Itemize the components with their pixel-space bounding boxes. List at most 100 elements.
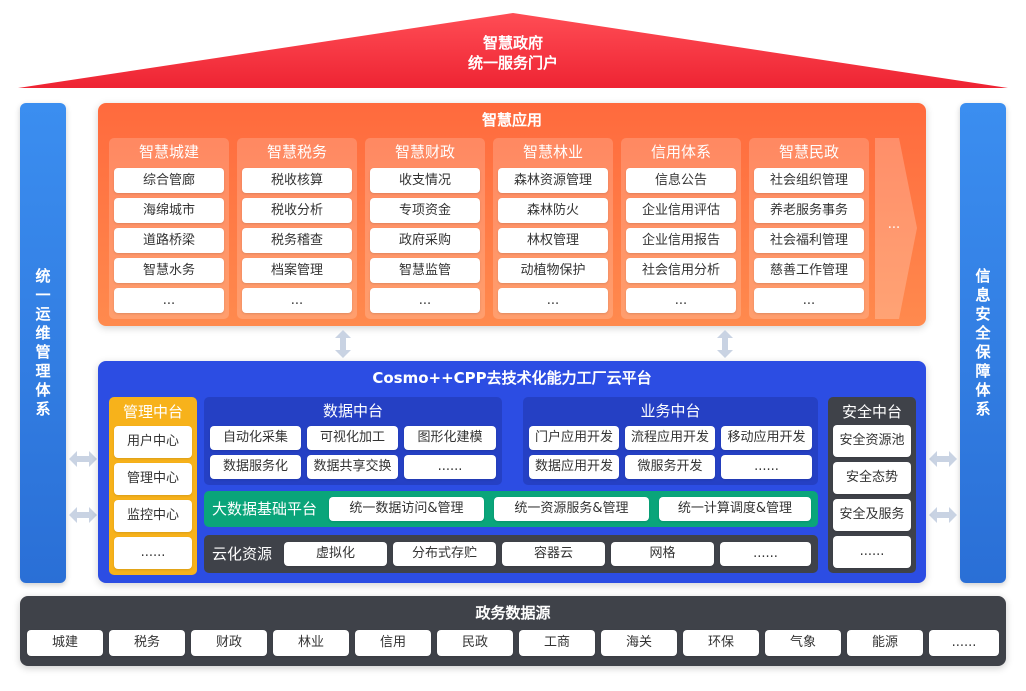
source-item: 城建	[27, 630, 103, 656]
source-item: 林业	[273, 630, 349, 656]
security-assurance-label: 信息安全保障体系	[975, 267, 991, 418]
bigdata-item: 统一数据访问&管理	[329, 497, 484, 521]
business-item: 门户应用开发	[529, 426, 619, 450]
leftright-arrow-icon	[929, 451, 957, 467]
app-column-title: 智慧民政	[778, 143, 839, 161]
bigdata-item: 统一计算调度&管理	[659, 497, 811, 521]
app-column-title: 智慧城建	[138, 143, 199, 161]
app-item: 智慧水务	[114, 258, 224, 283]
data-item: 数据服务化	[210, 455, 301, 479]
source-item: 气象	[765, 630, 841, 656]
app-item: 慈善工作管理	[754, 258, 864, 283]
management-center-title: 管理中台	[122, 403, 183, 421]
app-item: 企业信用报告	[626, 228, 736, 253]
business-center-panel: 业务中台 门户应用开发 流程应用开发 移动应用开发 数据应用开发 微服务开发 .…	[523, 397, 818, 485]
app-item: 专项资金	[370, 198, 480, 223]
cloud-item: 网格	[611, 542, 714, 566]
business-item: ......	[721, 455, 812, 479]
app-column-finance: 智慧财政 收支情况 专项资金 政府采购 智慧监管 ...	[365, 138, 485, 319]
mgmt-item: 监控中心	[114, 500, 192, 532]
app-item: ...	[754, 288, 864, 313]
cloud-item: 虚拟化	[284, 542, 387, 566]
app-item: 道路桥梁	[114, 228, 224, 253]
bigdata-platform-title: 大数据基础平台	[212, 500, 318, 518]
app-item: ...	[114, 288, 224, 313]
source-item: 能源	[847, 630, 923, 656]
mgmt-item: 管理中心	[114, 463, 192, 495]
gov-data-sources-layer: 政务数据源 城建 税务 财政 林业 信用 民政 工商 海关 环保 气象 能源 .…	[20, 596, 1006, 666]
cloud-item: ......	[720, 542, 811, 566]
updown-arrow-icon	[335, 330, 351, 358]
ops-management-label: 统一运维管理体系	[35, 267, 51, 418]
ops-management-bar: 统一运维管理体系	[20, 103, 66, 583]
app-item: 森林防火	[498, 198, 608, 223]
business-item: 流程应用开发	[625, 426, 715, 450]
cloud-platform-title: Cosmo++CPP去技术化能力工厂云平台	[372, 369, 652, 387]
business-center-title: 业务中台	[640, 402, 701, 420]
more-apps-label: ...	[887, 217, 901, 232]
app-column-credit: 信用体系 信息公告 企业信用评估 企业信用报告 社会信用分析 ...	[621, 138, 741, 319]
cloud-resources-title: 云化资源	[212, 545, 273, 563]
app-column-forestry: 智慧林业 森林资源管理 森林防火 林权管理 动植物保护 ...	[493, 138, 613, 319]
security-item: ......	[833, 536, 911, 568]
portal-roof	[18, 13, 1008, 88]
app-item: 信息公告	[626, 168, 736, 193]
app-item: 动植物保护	[498, 258, 608, 283]
app-column-title: 智慧林业	[522, 143, 583, 161]
app-column-title: 智慧税务	[266, 143, 327, 161]
cloud-resources-panel: 云化资源 虚拟化 分布式存贮 容器云 网格 ......	[204, 535, 818, 573]
data-item: 自动化采集	[210, 426, 301, 450]
management-center-panel: 管理中台 用户中心 管理中心 监控中心 ......	[109, 397, 197, 575]
mgmt-item: ......	[114, 537, 192, 569]
app-item: ...	[498, 288, 608, 313]
app-item: 税务稽查	[242, 228, 352, 253]
smart-apps-title: 智慧应用	[481, 111, 542, 129]
leftright-arrow-icon	[69, 451, 97, 467]
mgmt-item: 用户中心	[114, 426, 192, 458]
security-item: 安全及服务	[833, 499, 911, 531]
app-item: 社会组织管理	[754, 168, 864, 193]
source-item: ......	[929, 630, 999, 656]
security-center-title: 安全中台	[841, 403, 902, 421]
more-apps-arrow	[875, 138, 917, 319]
app-item: 企业信用评估	[626, 198, 736, 223]
app-column-urban: 智慧城建 综合管廊 海绵城市 道路桥梁 智慧水务 ...	[109, 138, 229, 319]
app-item: 林权管理	[498, 228, 608, 253]
data-item: 可视化加工	[307, 426, 398, 450]
data-center-panel: 数据中台 自动化采集 可视化加工 图形化建模 数据服务化 数据共享交换 ....…	[204, 397, 502, 485]
source-item: 信用	[355, 630, 431, 656]
app-item: 社会信用分析	[626, 258, 736, 283]
app-item: ...	[242, 288, 352, 313]
data-center-title: 数据中台	[322, 402, 383, 420]
smart-apps-layer: 智慧应用 智慧城建 综合管廊 海绵城市 道路桥梁 智慧水务 ... 智慧税务 税…	[98, 103, 926, 326]
app-column-tax: 智慧税务 税收核算 税收分析 税务稽查 档案管理 ...	[237, 138, 357, 319]
cloud-platform-layer: Cosmo++CPP去技术化能力工厂云平台 管理中台 用户中心 管理中心 监控中…	[98, 361, 926, 583]
business-item: 微服务开发	[625, 455, 715, 479]
bigdata-item: 统一资源服务&管理	[494, 497, 649, 521]
portal-subtitle: 统一服务门户	[467, 54, 558, 72]
app-item: 森林资源管理	[498, 168, 608, 193]
data-item: 图形化建模	[404, 426, 496, 450]
app-column-civil: 智慧民政 社会组织管理 养老服务事务 社会福利管理 慈善工作管理 ...	[749, 138, 869, 319]
app-item: ...	[370, 288, 480, 313]
app-item: 收支情况	[370, 168, 480, 193]
cloud-item: 容器云	[502, 542, 605, 566]
gov-data-sources-title: 政务数据源	[475, 604, 551, 622]
security-item: 安全态势	[833, 462, 911, 494]
data-item: ......	[404, 455, 496, 479]
business-item: 数据应用开发	[529, 455, 619, 479]
app-item: 智慧监管	[370, 258, 480, 283]
security-item: 安全资源池	[833, 425, 911, 457]
cloud-item: 分布式存贮	[393, 542, 496, 566]
data-item: 数据共享交换	[307, 455, 398, 479]
app-item: ...	[626, 288, 736, 313]
app-item: 税收核算	[242, 168, 352, 193]
app-item: 综合管廊	[114, 168, 224, 193]
security-center-panel: 安全中台 安全资源池 安全态势 安全及服务 ......	[828, 397, 916, 573]
source-item: 海关	[601, 630, 677, 656]
source-item: 环保	[683, 630, 759, 656]
source-item: 税务	[109, 630, 185, 656]
business-item: 移动应用开发	[721, 426, 812, 450]
app-item: 社会福利管理	[754, 228, 864, 253]
updown-arrow-icon	[717, 330, 733, 358]
